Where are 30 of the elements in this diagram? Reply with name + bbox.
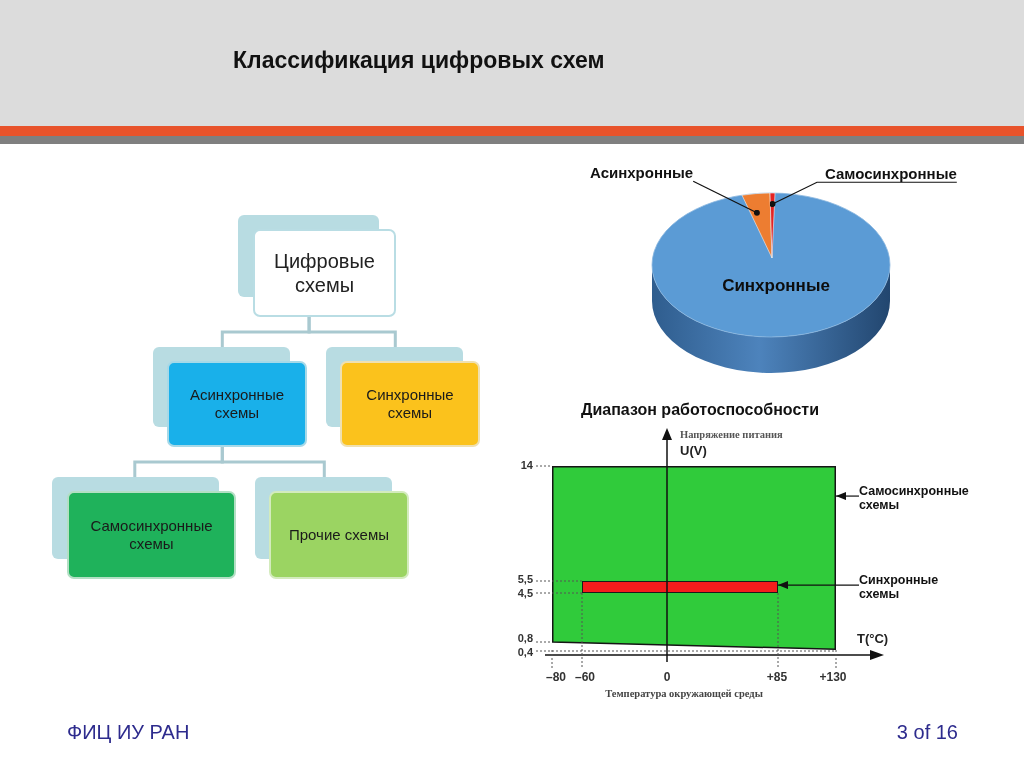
tick-label: 0,8 xyxy=(517,632,533,645)
tick-label: 0 xyxy=(663,671,671,685)
tick-label: 14 xyxy=(520,459,533,472)
page-number: 3 of 16 xyxy=(896,721,958,744)
axis-label: U(V) xyxy=(680,444,707,459)
footer-text: ФИЦ ИУ РАН xyxy=(67,721,190,744)
leader-arrow xyxy=(835,492,860,501)
leader-arrow xyxy=(777,581,860,590)
slide-title: Классификация цифровых схем xyxy=(233,47,605,74)
tick-label: 0,4 xyxy=(517,646,533,659)
slice-label: Асинхронные xyxy=(590,164,694,182)
axis-title: Температура окружающей среды xyxy=(605,688,763,701)
tick-label: 4,5 xyxy=(517,587,533,600)
leader-line xyxy=(769,181,958,208)
connector-line xyxy=(307,317,397,347)
series-label: Синхронные схемы xyxy=(859,573,939,602)
chart-title: Диапазон работоспособности xyxy=(581,401,819,420)
slice-label: Самосинхронные xyxy=(825,165,957,183)
leader-line xyxy=(692,180,760,216)
series-label: Самосинхронные схемы xyxy=(859,484,969,513)
range-area xyxy=(552,466,836,650)
axis-label: T(°C) xyxy=(857,632,889,647)
tick-label: 5,5 xyxy=(517,573,533,586)
connector-line xyxy=(220,447,326,477)
axis-title: Напряжение питания xyxy=(680,429,783,442)
tick-label: –80 xyxy=(546,671,566,685)
tick-label: –60 xyxy=(575,671,595,685)
tick-label: +130 xyxy=(819,671,847,685)
range-bar xyxy=(582,581,778,593)
tick-label: +85 xyxy=(766,671,788,685)
